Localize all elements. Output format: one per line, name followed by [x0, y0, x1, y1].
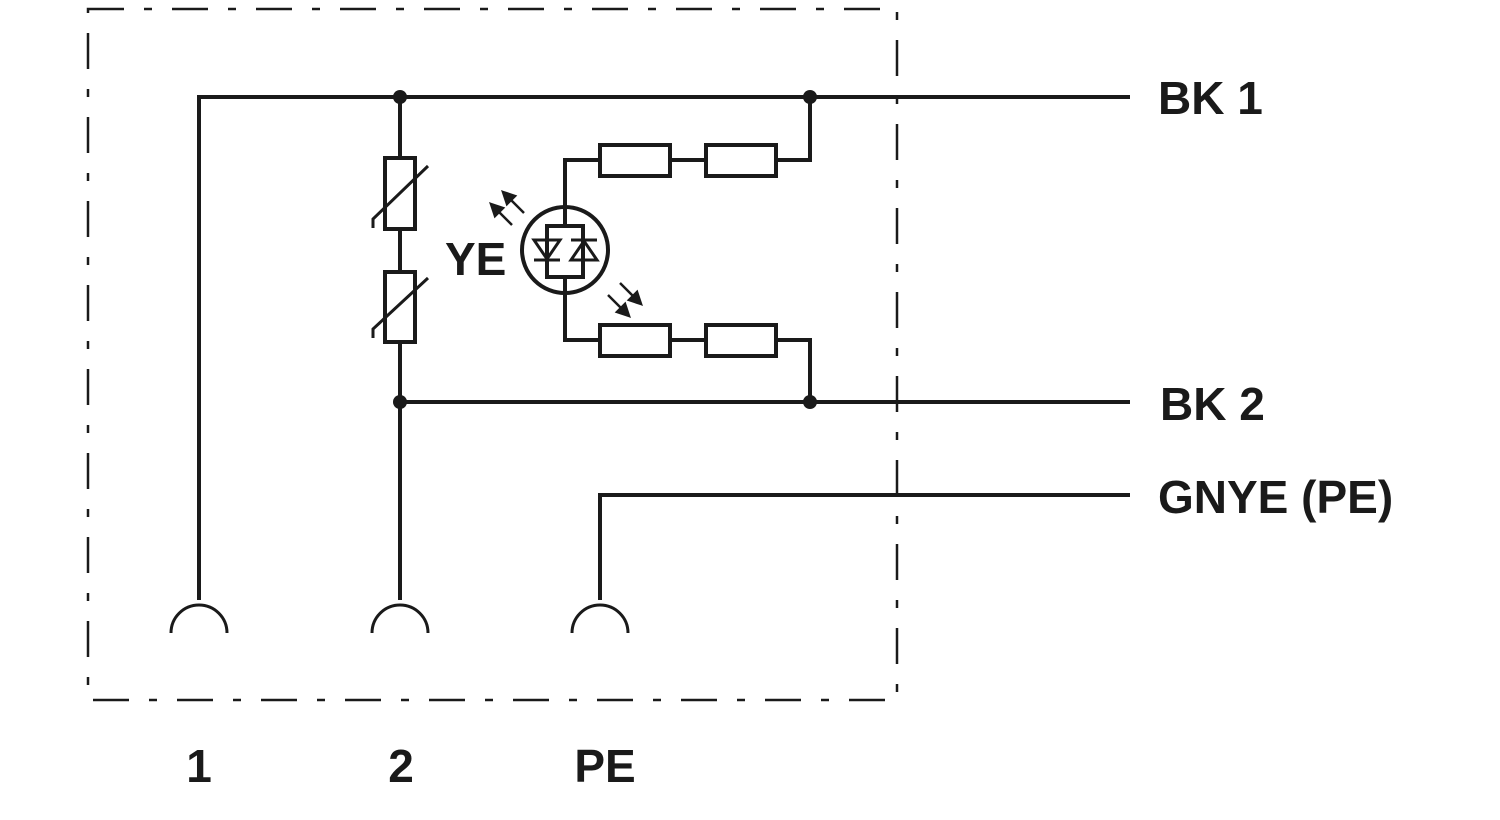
varistor-upper [371, 156, 430, 231]
wire-bk1 [197, 95, 1130, 600]
junction-dots [393, 90, 817, 409]
label-bk1: BK 1 [1158, 72, 1263, 124]
resistor-4 [704, 323, 778, 358]
label-pin-pe: PE [574, 740, 635, 792]
label-led-ye: YE [445, 233, 506, 285]
wire-bk2 [398, 97, 1130, 600]
wire-gnye [598, 493, 1130, 600]
socket-pin-1-icon [169, 603, 229, 634]
varistor-lower [371, 270, 430, 344]
label-gnye-pe: GNYE (PE) [1158, 471, 1393, 523]
led-icon [520, 205, 610, 295]
resistor-1 [598, 143, 672, 178]
resistor-3 [598, 323, 672, 358]
label-pin-2: 2 [388, 740, 414, 792]
led-branch-wires [563, 97, 812, 402]
resistor-2 [704, 143, 778, 178]
label-pin-1: 1 [186, 740, 212, 792]
light-emission-arrows-icon [489, 190, 643, 318]
socket-pin-2-icon [370, 603, 430, 634]
housing-boundary [86, 7, 899, 702]
socket-pin-pe-icon [570, 603, 630, 634]
label-bk2: BK 2 [1160, 378, 1265, 430]
